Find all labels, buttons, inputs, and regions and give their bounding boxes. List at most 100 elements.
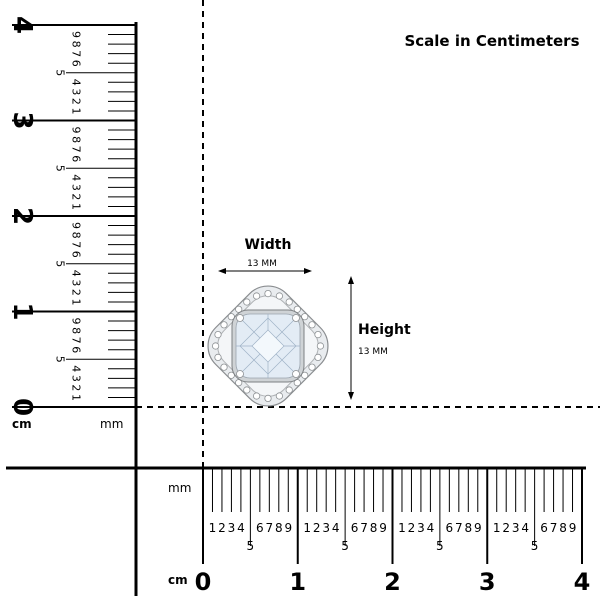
halo-stone xyxy=(214,353,222,361)
vertical-mm-label: 9 xyxy=(70,127,83,134)
horizontal-mm-label: 7 xyxy=(550,521,558,535)
horizontal-mm-label: 8 xyxy=(559,521,567,535)
vertical-mm-label: 9 xyxy=(70,31,83,38)
horizontal-mm-label: 1 xyxy=(398,521,406,535)
horizontal-mm-label: 1 xyxy=(209,521,217,535)
halo-stone xyxy=(264,289,272,298)
vertical-mm-label: 2 xyxy=(70,193,83,200)
horizontal-mm-label: 8 xyxy=(275,521,283,535)
cushion-halo-earring-image xyxy=(207,285,329,407)
horizontal-mm-label: 5 xyxy=(247,539,255,553)
vertical-mm-label: 8 xyxy=(70,41,83,48)
horizontal-mm-label: 9 xyxy=(569,521,577,535)
vertical-mm-label: 5 xyxy=(54,165,67,172)
vertical-mm-label: 8 xyxy=(70,232,83,239)
vertical-mm-label: 5 xyxy=(54,260,67,267)
horizontal-mm-label: 2 xyxy=(218,521,226,535)
vertical-mm-label: 3 xyxy=(70,88,83,95)
horizontal-mm-label: 5 xyxy=(341,539,349,553)
halo-stone xyxy=(308,363,316,371)
vertical-cm-label: 3 xyxy=(7,111,37,129)
horizontal-cm-label: 1 xyxy=(289,568,306,596)
horizontal-mm-label: 8 xyxy=(464,521,472,535)
vertical-mm-label: 9 xyxy=(70,318,83,325)
vertical-mm-label: 1 xyxy=(70,203,83,210)
vertical-ruler-unit-mm: mm xyxy=(100,417,123,431)
horizontal-mm-label: 3 xyxy=(322,521,330,535)
vertical-mm-label: 1 xyxy=(70,107,83,114)
vertical-ruler-labels: 0123456789112345678921234567893123456789… xyxy=(7,16,83,416)
horizontal-mm-label: 7 xyxy=(360,521,368,535)
horizontal-mm-label: 3 xyxy=(512,521,520,535)
height-arrow xyxy=(348,276,354,400)
horizontal-cm-label: 2 xyxy=(384,568,401,596)
vertical-mm-label: 4 xyxy=(70,365,83,372)
width-arrow xyxy=(218,268,312,274)
horizontal-mm-label: 4 xyxy=(427,521,435,535)
horizontal-mm-label: 5 xyxy=(436,539,444,553)
halo-stone xyxy=(220,321,228,329)
horizontal-cm-label: 4 xyxy=(574,568,591,596)
horizontal-ruler-ticks xyxy=(202,468,583,564)
horizontal-ruler-unit-mm: mm xyxy=(168,481,191,495)
vertical-cm-label: 4 xyxy=(7,16,37,34)
vertical-mm-label: 5 xyxy=(54,69,67,76)
vertical-mm-label: 4 xyxy=(70,270,83,277)
vertical-mm-label: 4 xyxy=(70,174,83,181)
halo-stone xyxy=(253,292,261,300)
horizontal-mm-label: 1 xyxy=(303,521,311,535)
horizontal-mm-label: 6 xyxy=(446,521,454,535)
vertical-cm-label: 2 xyxy=(7,207,37,225)
halo-stone xyxy=(253,392,261,400)
halo-stone xyxy=(212,342,220,350)
vertical-mm-label: 8 xyxy=(70,136,83,143)
height-value: 13 MM xyxy=(358,347,388,357)
horizontal-mm-label: 6 xyxy=(256,521,264,535)
horizontal-mm-label: 7 xyxy=(455,521,463,535)
horizontal-mm-label: 2 xyxy=(408,521,416,535)
halo-stone xyxy=(275,392,283,400)
vertical-mm-label: 8 xyxy=(70,327,83,334)
halo-stone xyxy=(275,292,283,300)
vertical-mm-label: 4 xyxy=(70,79,83,86)
horizontal-mm-label: 9 xyxy=(379,521,387,535)
horizontal-mm-label: 5 xyxy=(531,539,539,553)
halo-stone xyxy=(285,386,293,394)
halo-stone xyxy=(316,342,324,350)
halo-stone xyxy=(314,330,322,339)
horizontal-mm-label: 7 xyxy=(266,521,274,535)
vertical-mm-label: 9 xyxy=(70,222,83,229)
vertical-mm-label: 2 xyxy=(70,98,83,105)
halo-stone xyxy=(314,353,322,361)
horizontal-ruler-unit-cm: cm xyxy=(168,573,188,587)
vertical-cm-label: 1 xyxy=(7,302,37,320)
horizontal-mm-label: 6 xyxy=(351,521,359,535)
vertical-mm-label: 6 xyxy=(70,346,83,353)
vertical-mm-label: 6 xyxy=(70,155,83,162)
halo-stone xyxy=(220,363,228,371)
width-value: 13 MM xyxy=(247,259,277,269)
horizontal-mm-label: 2 xyxy=(313,521,321,535)
horizontal-cm-label: 3 xyxy=(479,568,496,596)
horizontal-mm-label: 1 xyxy=(493,521,501,535)
halo-diamonds xyxy=(212,289,324,402)
vertical-mm-label: 2 xyxy=(70,384,83,391)
halo-stone xyxy=(285,298,293,306)
horizontal-mm-label: 8 xyxy=(370,521,378,535)
horizontal-mm-label: 6 xyxy=(540,521,548,535)
vertical-mm-label: 3 xyxy=(70,279,83,286)
horizontal-mm-label: 9 xyxy=(284,521,292,535)
horizontal-mm-label: 4 xyxy=(521,521,529,535)
horizontal-mm-label: 4 xyxy=(237,521,245,535)
vertical-mm-label: 2 xyxy=(70,289,83,296)
vertical-ruler-unit-cm: cm xyxy=(12,417,32,431)
horizontal-mm-label: 4 xyxy=(332,521,340,535)
vertical-mm-label: 5 xyxy=(54,356,67,363)
halo-stone xyxy=(243,386,251,394)
vertical-mm-label: 1 xyxy=(70,394,83,401)
height-label: Height xyxy=(358,322,411,338)
horizontal-mm-label: 9 xyxy=(474,521,482,535)
halo-stone xyxy=(308,321,316,329)
halo-stone xyxy=(214,330,222,339)
